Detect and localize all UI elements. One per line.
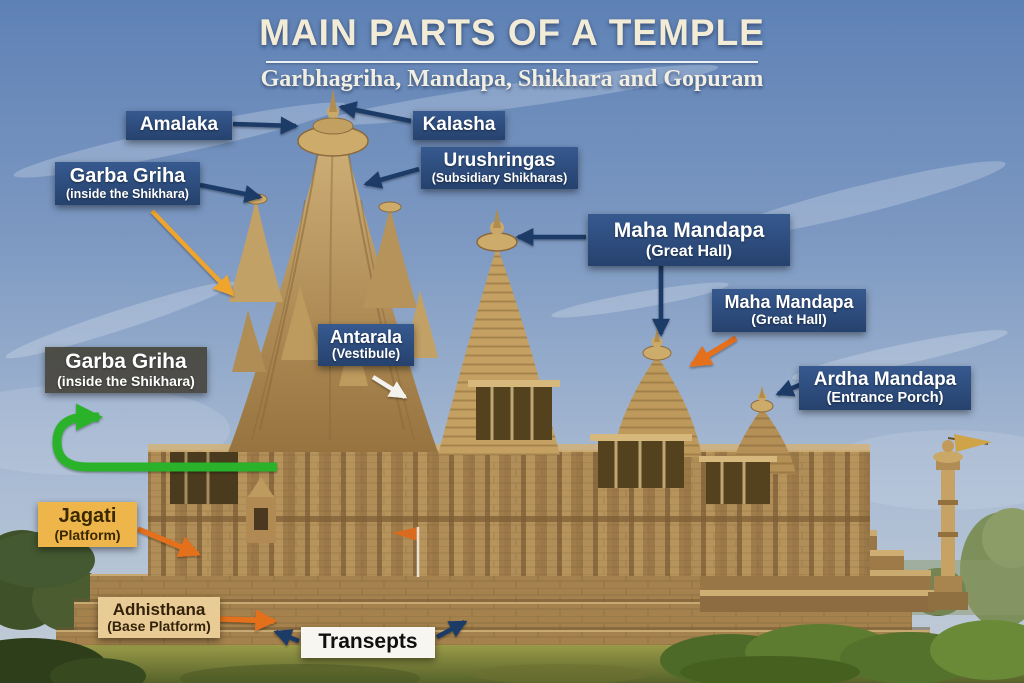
page-title: MAIN PARTS OF A TEMPLE <box>259 12 765 53</box>
label-jagati: Jagati (Platform) <box>38 502 137 547</box>
label-maha-mandapa-2: Maha Mandapa (Great Hall) <box>712 289 866 332</box>
label-garba-griha-lower: Garba Griha (inside the Shikhara) <box>45 347 207 393</box>
title-divider <box>266 61 758 63</box>
label-antarala: Antarala (Vestibule) <box>318 324 414 367</box>
label-adhisthana: Adhisthana (Base Platform) <box>98 597 220 639</box>
label-urushringas: Urushringas (Subsidiary Shikharas) <box>421 147 578 190</box>
header: MAIN PARTS OF A TEMPLE Garbhagriha, Mand… <box>0 12 1024 93</box>
label-maha-mandapa-1: Maha Mandapa (Great Hall) <box>588 214 790 266</box>
page-subtitle: Garbhagriha, Mandapa, Shikhara and Gopur… <box>260 66 764 92</box>
label-kalasha: Kalasha <box>413 111 505 140</box>
label-ardha-mandapa: Ardha Mandapa (Entrance Porch) <box>799 366 971 411</box>
label-garba-griha-upper: Garba Griha (inside the Shikhara) <box>55 162 200 206</box>
label-transepts: Transepts <box>301 627 435 658</box>
label-amalaka: Amalaka <box>126 111 232 140</box>
